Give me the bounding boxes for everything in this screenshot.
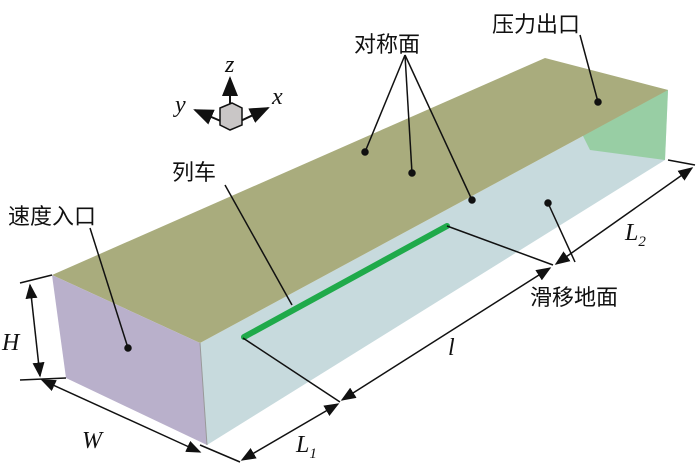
symmetry-plane-label: 对称面 [354, 33, 420, 58]
sliding-ground-label: 滑移地面 [530, 286, 618, 311]
axis-z-label: z [224, 52, 235, 78]
velocity-inlet-label: 速度入口 [8, 205, 96, 230]
axis-x-label: x [271, 84, 283, 110]
axis-y-label: y [173, 92, 186, 118]
svg-text:L2: L2 [624, 220, 646, 250]
dim-L2 [554, 167, 694, 265]
axis-triad-icon [193, 76, 270, 131]
dim-l-label: l [448, 335, 455, 361]
dim-l [340, 267, 552, 401]
dim-L1-label: L [295, 432, 309, 458]
svg-text:L1: L1 [295, 432, 317, 462]
dim-L2-sub: 2 [638, 234, 646, 250]
train-label: 列车 [172, 161, 216, 186]
pressure-outlet-label: 压力出口 [492, 13, 580, 38]
dim-W [40, 379, 202, 453]
top-face [52, 58, 668, 343]
dim-L1-sub: 1 [309, 446, 317, 462]
dim-W-label: W [82, 428, 104, 454]
dim-L1 [240, 403, 340, 461]
dim-H-label: H [1, 330, 21, 356]
dim-H [25, 283, 45, 378]
dim-L2-label: L [624, 220, 638, 246]
